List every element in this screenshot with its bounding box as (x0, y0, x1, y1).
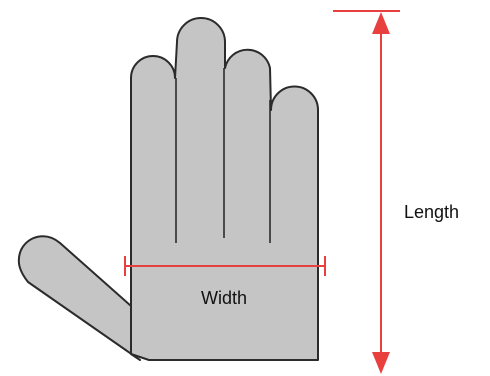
width-label: Width (201, 288, 247, 308)
length-measurement: Length (333, 10, 459, 374)
thumb-shape (17, 235, 141, 361)
length-arrow-top-icon (372, 12, 390, 34)
width-measurement: Width (124, 256, 326, 308)
length-arrow-bottom-icon (372, 352, 390, 374)
length-label: Length (404, 202, 459, 222)
hand-illustration (17, 17, 319, 361)
